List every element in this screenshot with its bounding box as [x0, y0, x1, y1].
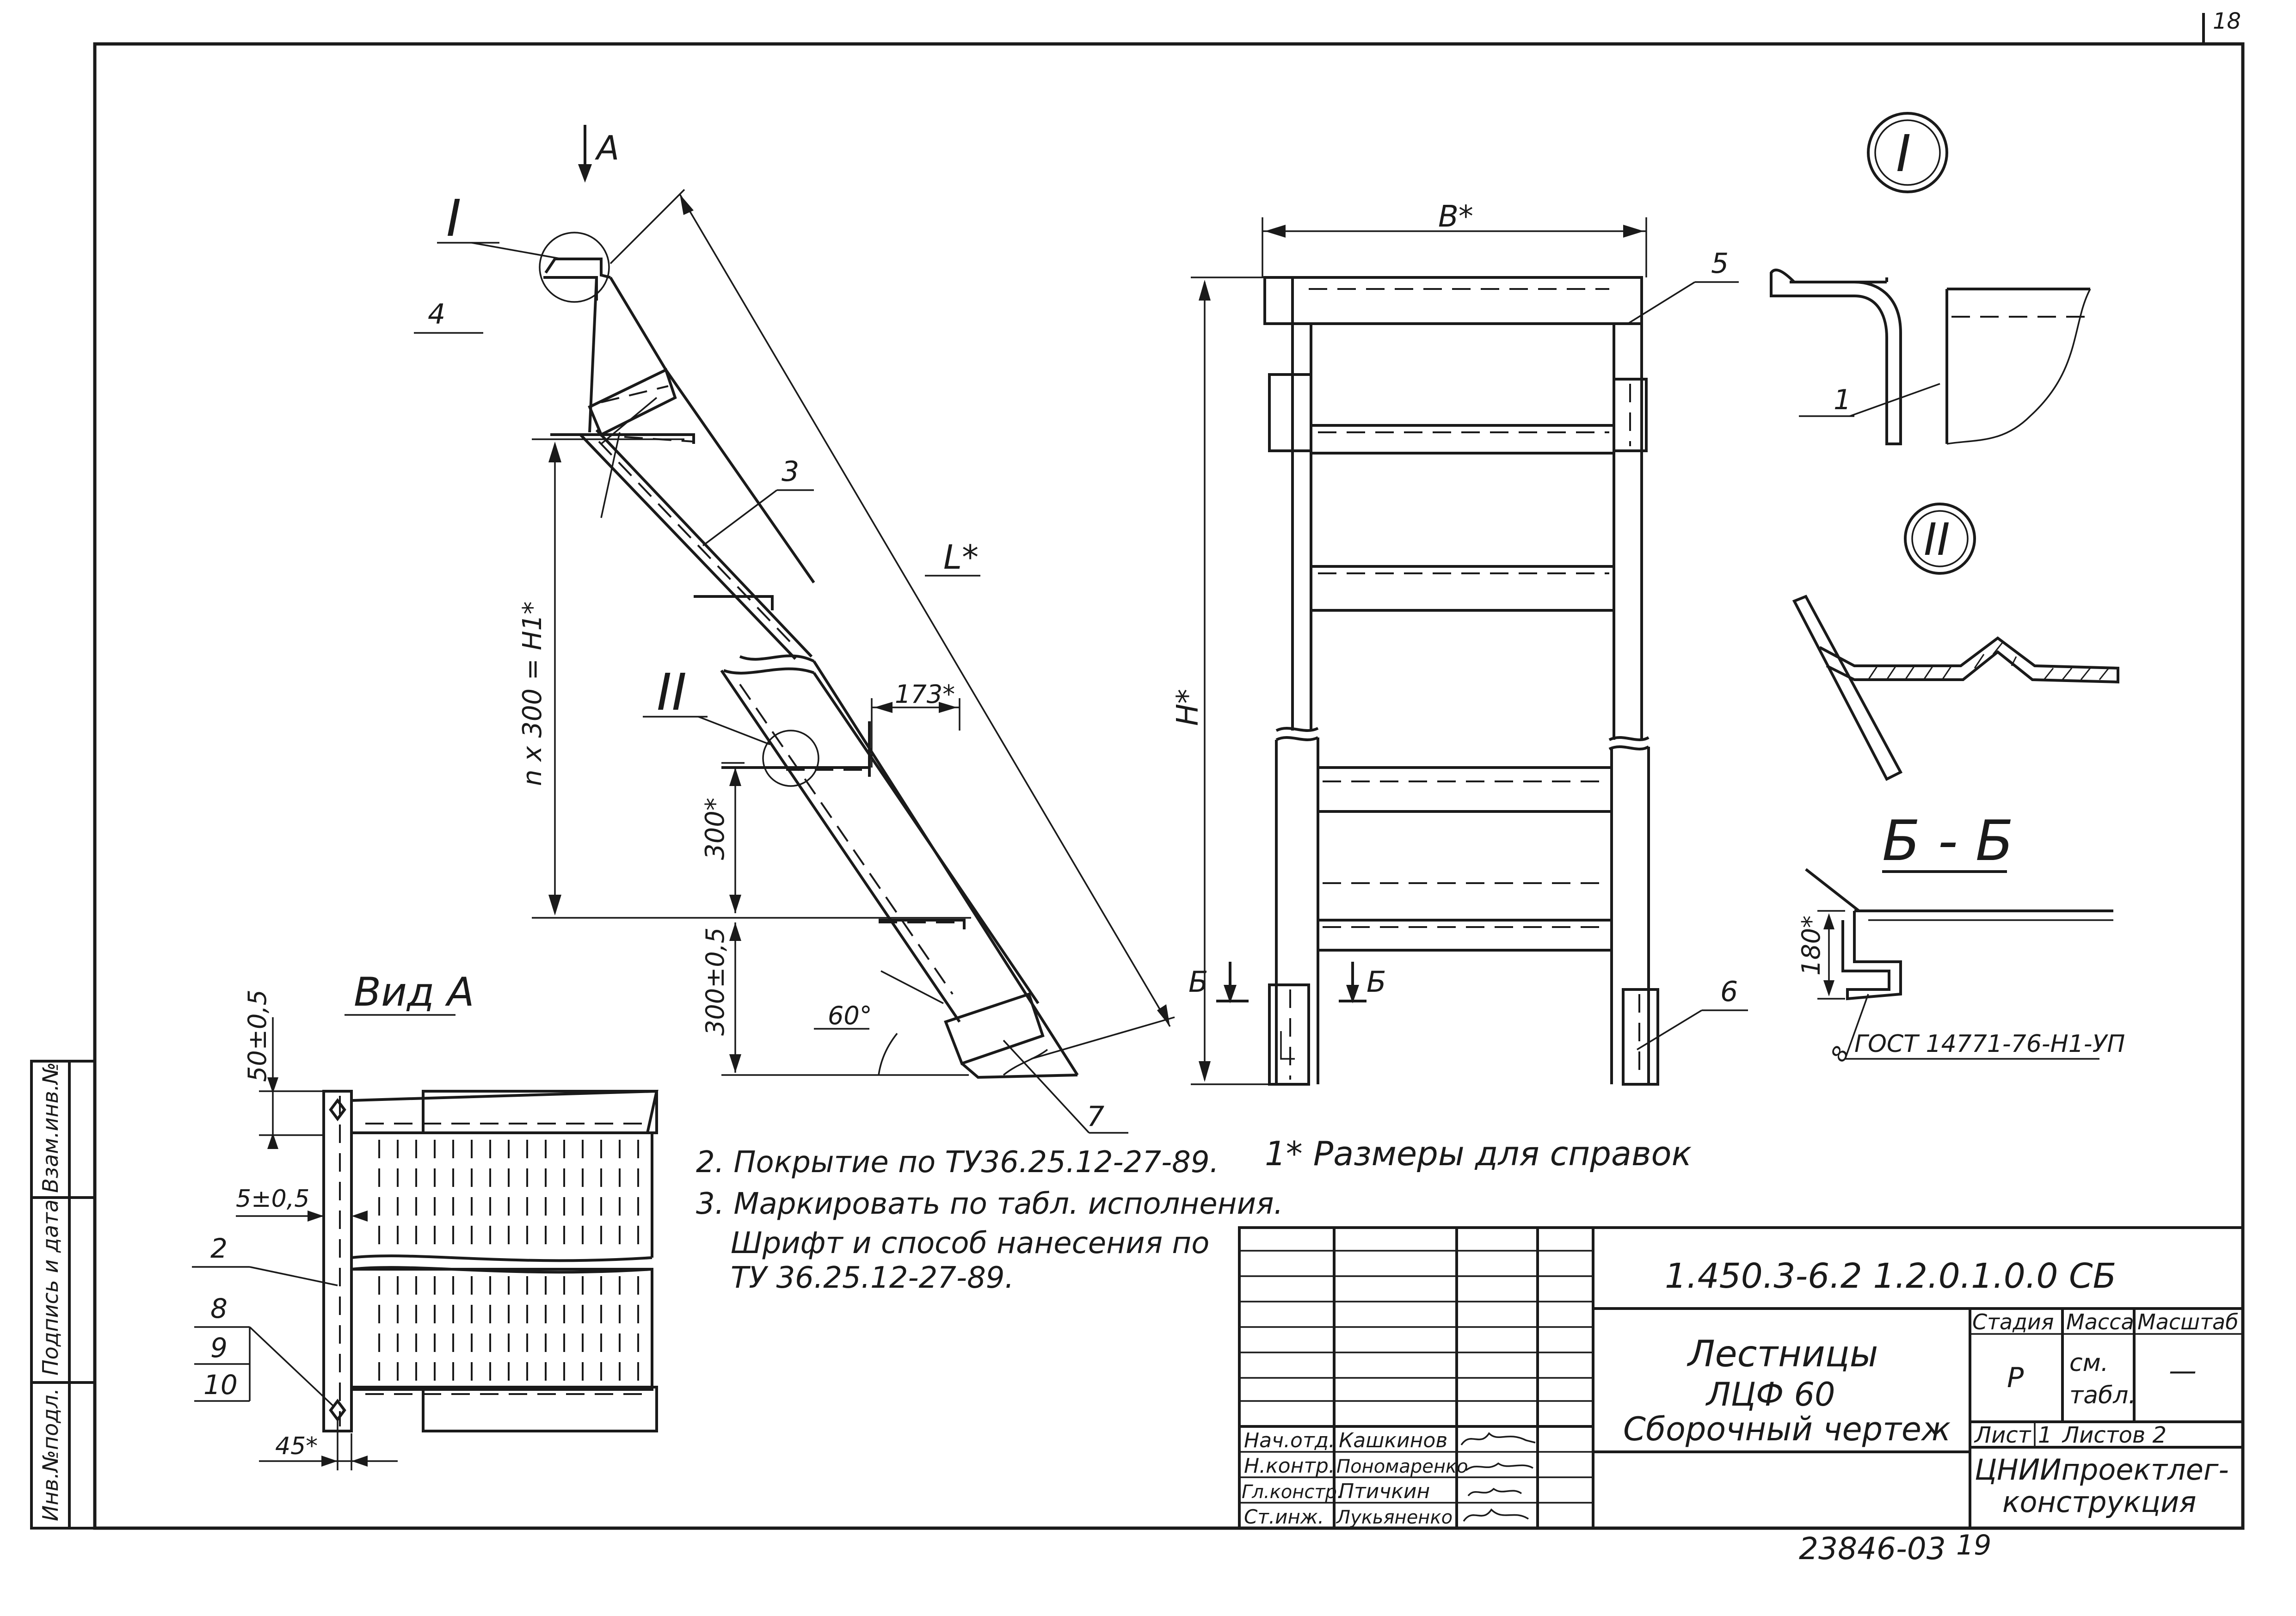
ladder-side-view: А I 4 3: [414, 125, 1175, 1134]
pos-4-label: 4: [428, 298, 445, 331]
angle-60: 60°: [828, 1001, 872, 1030]
gost-ref: ГОСТ 14771-76-Н1-УП: [1854, 1030, 2125, 1058]
pos-3-label: 3: [782, 455, 799, 488]
signature-2: [1465, 1462, 1533, 1471]
ladder-front-view: В* Н*: [1171, 200, 1748, 1086]
sheets-label: Листов 2: [2062, 1422, 2167, 1448]
page-number: 18: [2213, 8, 2241, 34]
detail-II-label: II: [1924, 514, 1950, 565]
role-3: Гл.констр.: [1242, 1481, 1343, 1503]
notes: 1* Размеры для справок 2. Покрытие по ТУ…: [696, 1134, 1692, 1295]
role-1: Нач.отд.: [1244, 1429, 1335, 1452]
dim-300: 300*: [700, 798, 730, 860]
dim-n300: n x 300 = H1*: [517, 602, 548, 786]
scale-header: Масштаб: [2137, 1309, 2239, 1334]
view-A-grating: [378, 1140, 639, 1383]
pos-5-label: 5: [1711, 247, 1729, 280]
mass-value-line2: табл.: [2069, 1382, 2136, 1409]
sheet-label: Лист 1: [1974, 1422, 2052, 1448]
note-3-line2: Шрифт и способ нанесения по: [731, 1226, 1209, 1260]
side-stamp: Взам.инв.№ Подпись и дата Инв.№подл.: [30, 1060, 96, 1530]
side-stamp-signature-date: Подпись и дата: [38, 1199, 63, 1376]
view-A: Вид А 50±0,5: [192, 969, 659, 1470]
callout-I-label: I: [446, 189, 461, 248]
role-3-name: Птичкин: [1339, 1480, 1430, 1503]
scale-value: —: [2169, 1355, 2197, 1387]
dim-5: 5±0,5: [236, 1185, 309, 1213]
dim-173: 173*: [895, 680, 955, 709]
dim-L: L*: [943, 538, 979, 577]
section-BB-title: Б - Б: [1882, 809, 2013, 873]
mass-value-line1: см.: [2069, 1349, 2108, 1377]
note-2: 2. Покрытие по ТУ36.25.12-27-89.: [696, 1145, 1219, 1180]
callout-II-label: II: [657, 663, 687, 722]
org-name-line2: конструкция: [2002, 1485, 2196, 1519]
pos-6-label: 6: [1720, 976, 1738, 1008]
side-stamp-inv-no: Инв.№подл.: [38, 1388, 63, 1521]
role-1-name: Кашкинов: [1339, 1429, 1447, 1452]
detail-I: I 1: [1770, 112, 2091, 445]
note-1: 1* Размеры для справок: [1265, 1134, 1692, 1173]
role-4: Ст.инж.: [1244, 1505, 1324, 1528]
role-4-name: Лукьяненко: [1336, 1507, 1453, 1528]
view-A-title: Вид А: [354, 969, 474, 1015]
detail-II-hatching: [1867, 642, 2110, 680]
view-A-pos-2: 2: [210, 1233, 228, 1264]
stage-value: Р: [2007, 1362, 2024, 1394]
note-3-line1: 3. Маркировать по табл. исполнения.: [696, 1187, 1283, 1221]
title-designation: 1.450.3-6.2 1.2.0.1.0.0 СБ: [1665, 1256, 2116, 1296]
view-A-pos-8: 8: [210, 1293, 228, 1324]
dim-50: 50±0,5: [243, 989, 272, 1082]
dim-180: 180*: [1797, 916, 1826, 976]
section-BB: Б - Б 180* 8 ГОСТ 14771-76-Н1-УП: [1797, 809, 2125, 1066]
title-name-line3: Сборочный чертеж: [1623, 1410, 1951, 1448]
title-name-line2: ЛЦФ 60: [1705, 1376, 1835, 1413]
dim-300-tol: 300±0,5: [701, 928, 730, 1036]
archive-sheet-number: 19: [1956, 1529, 1991, 1561]
section-mark-right: Б: [1367, 965, 1386, 999]
mass-header: Масса: [2066, 1309, 2134, 1334]
role-2: Н.контр.: [1244, 1454, 1335, 1478]
title-name-line1: Лестницы: [1687, 1333, 1878, 1375]
view-A-pos-10: 10: [203, 1369, 238, 1401]
sheet-frame: 18: [93, 8, 2245, 1530]
view-A-pos-9: 9: [210, 1332, 228, 1364]
stage-header: Стадия: [1972, 1309, 2054, 1334]
archive-number: 23846-03: [1799, 1531, 1946, 1567]
detail-pos-1-label: 1: [1834, 384, 1851, 416]
signature-1: [1460, 1432, 1536, 1446]
dim-B: В*: [1438, 200, 1473, 234]
note-3-line3: ТУ 36.25.12-27-89.: [731, 1261, 1014, 1295]
role-2-name: Пономаренко: [1336, 1456, 1468, 1477]
signature-rows: Нач.отд. Кашкинов Н.контр. Пономаренко Г…: [1242, 1429, 1536, 1528]
section-mark-left: Б: [1188, 965, 1208, 999]
view-marker-a: А: [595, 129, 619, 167]
title-block: 1.450.3-6.2 1.2.0.1.0.0 СБ Лестницы ЛЦФ …: [1238, 1226, 2244, 1530]
detail-I-label: I: [1896, 124, 1911, 183]
signature-3: [1467, 1487, 1522, 1497]
org-name-line1: ЦНИИпроектлег-: [1975, 1453, 2229, 1487]
dim-H: Н*: [1171, 689, 1205, 726]
side-stamp-replace-inv: Взам.инв.№: [38, 1062, 63, 1193]
pos-7-label: 7: [1087, 1100, 1104, 1133]
signature-4: [1463, 1508, 1529, 1522]
dim-45: 45*: [275, 1432, 318, 1460]
detail-II: II: [1792, 503, 2119, 781]
